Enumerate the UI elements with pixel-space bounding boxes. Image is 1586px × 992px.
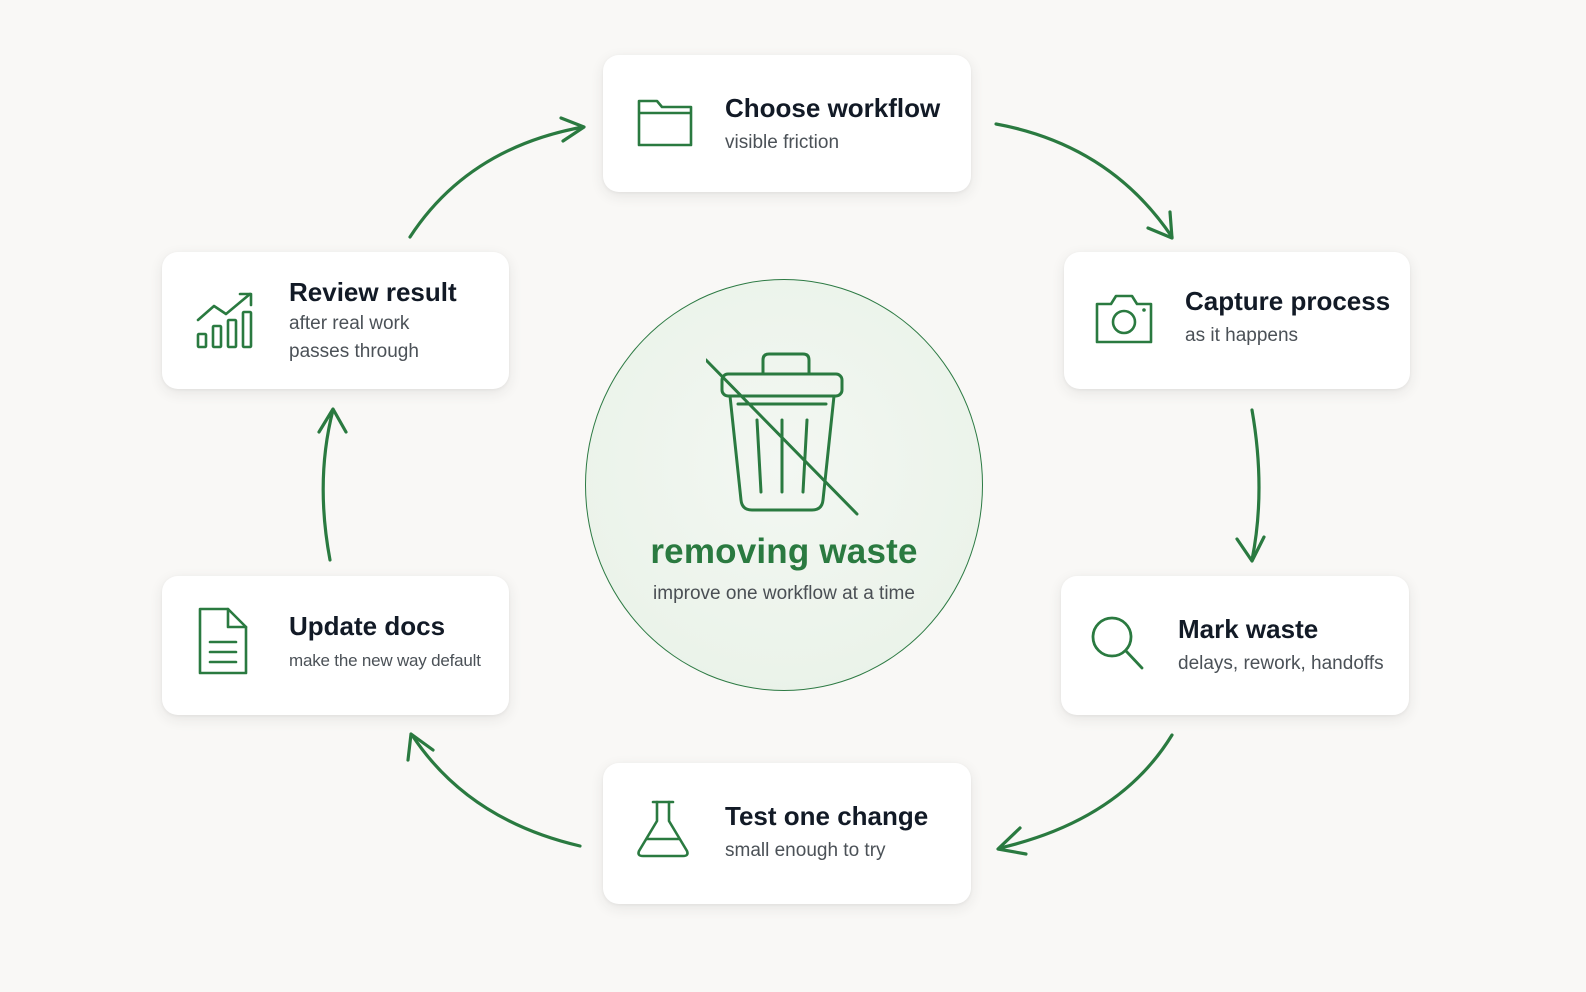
step-title: Review result: [289, 277, 457, 307]
center-hub: removing waste improve one workflow at a…: [585, 279, 983, 691]
arrow-update-to-review: [321, 408, 335, 562]
arrow-test-to-update: [410, 733, 582, 848]
step-card-test-one-change: Test one change small enough to try: [603, 763, 971, 904]
camera-icon: [1094, 290, 1154, 350]
hub-subtitle: improve one workflow at a time: [653, 583, 915, 604]
arrow-review-to-choose: [408, 125, 585, 239]
step-title: Test one change: [725, 801, 929, 831]
document-icon: [194, 606, 254, 675]
flask-icon: [633, 799, 693, 859]
step-card-capture-process: Capture process as it happens: [1064, 252, 1410, 389]
arrow-mark-to-test: [998, 733, 1174, 850]
arrow-choose-to-capture: [994, 122, 1174, 239]
step-title: Update docs: [289, 611, 446, 641]
step-card-mark-waste: Mark waste delays, rework, handoffs: [1061, 576, 1409, 715]
step-card-choose-workflow: Choose workflow visible friction: [603, 55, 971, 192]
step-subtitle-line-1: after real work: [289, 313, 410, 334]
hub-title: removing waste: [650, 532, 918, 571]
step-title: Mark waste: [1178, 614, 1319, 644]
chart-growth-icon: [196, 290, 256, 350]
step-card-update-docs: Update docs make the new way default: [162, 576, 509, 715]
arrow-capture-to-mark: [1250, 408, 1261, 562]
step-subtitle: as it happens: [1185, 325, 1299, 346]
step-card-review-result: Review result after real work passes thr…: [162, 252, 509, 389]
folder-icon: [635, 91, 695, 151]
step-subtitle: visible friction: [725, 132, 840, 153]
trash-can-crossed-icon: [706, 352, 859, 516]
step-subtitle: delays, rework, handoffs: [1178, 653, 1384, 674]
step-title: Capture process: [1185, 286, 1391, 316]
search-icon: [1088, 613, 1148, 673]
step-subtitle-line-2: passes through: [289, 341, 419, 362]
step-subtitle: small enough to try: [725, 840, 886, 861]
step-subtitle: make the new way default: [289, 651, 481, 670]
step-title: Choose workflow: [725, 93, 941, 123]
